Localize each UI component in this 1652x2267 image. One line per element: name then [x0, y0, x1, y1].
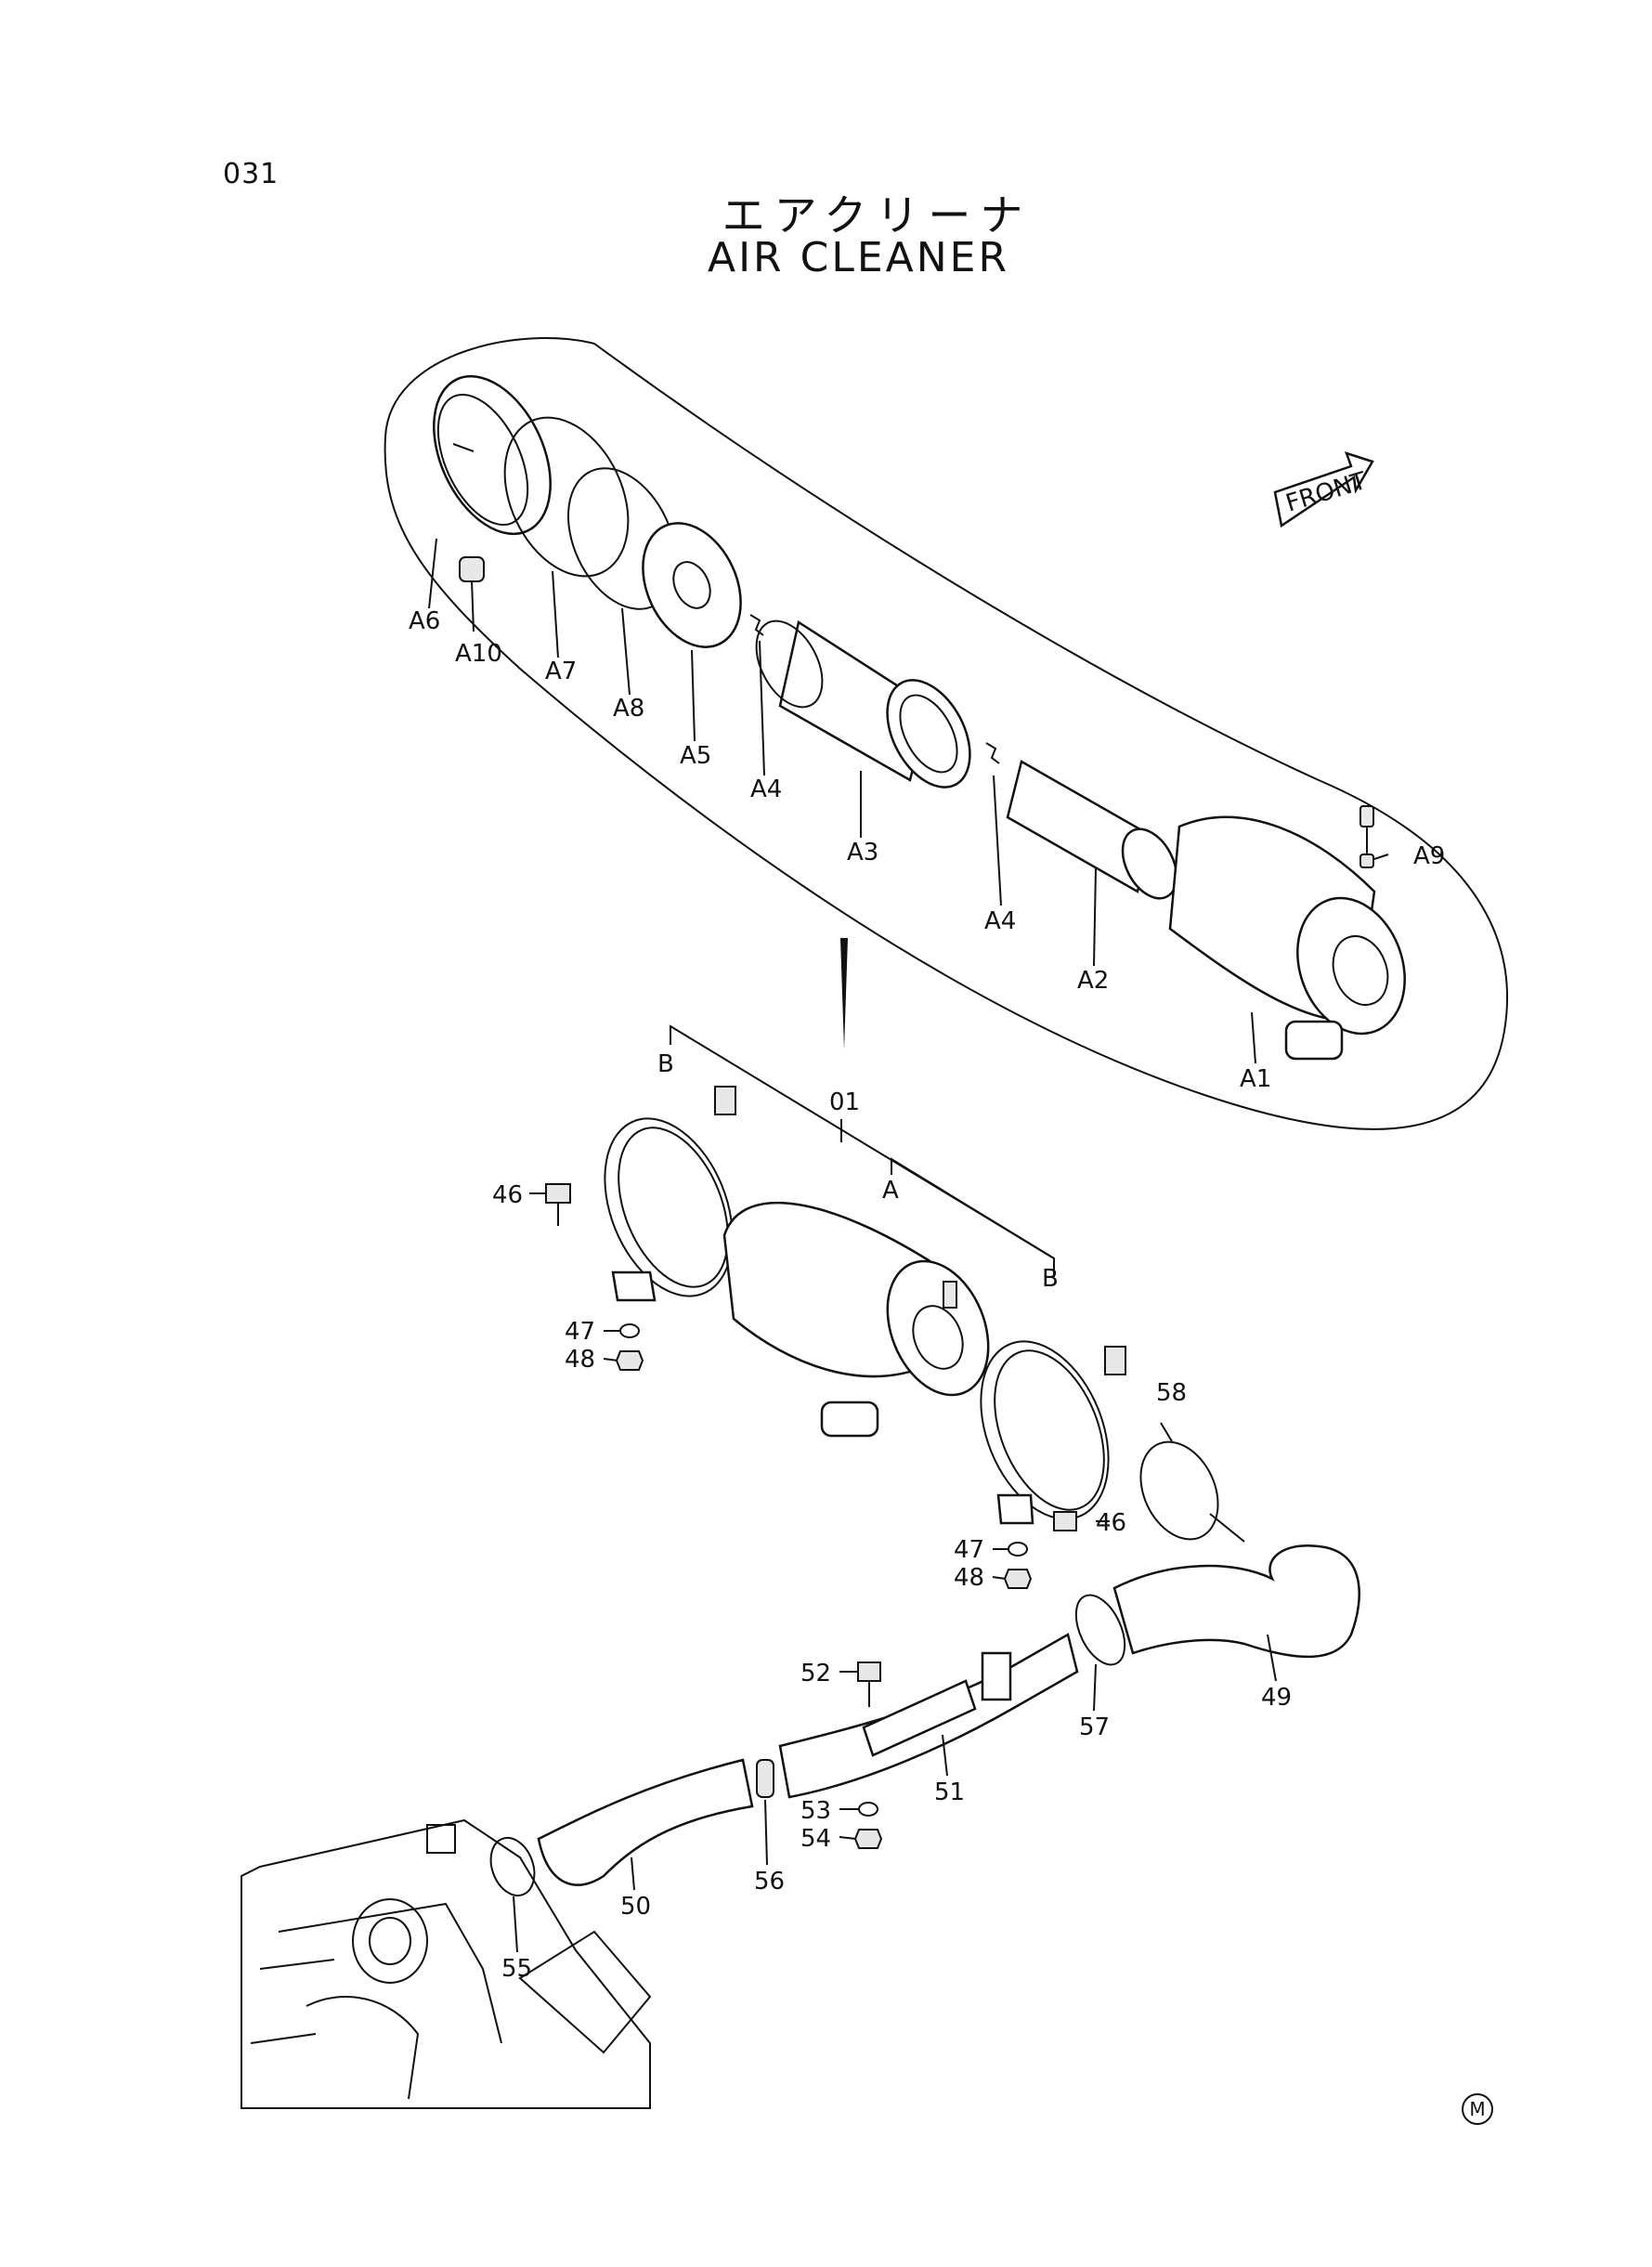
detail-enclosure [384, 337, 1509, 1130]
callout-54: 54 [800, 1825, 831, 1853]
callout-B: B [1042, 1265, 1059, 1293]
callout-52: 52 [800, 1660, 831, 1687]
title-japanese: エアクリーナ [722, 190, 1033, 241]
callout-01: 01 [829, 1088, 860, 1116]
lower-leader-lines [513, 1192, 1277, 1953]
callout-47: 47 [954, 1536, 984, 1564]
part-A4-clip-2 [985, 742, 1000, 764]
callout-A4: A4 [984, 907, 1016, 935]
front-arrow-icon: FRONT [1273, 451, 1374, 528]
part-A4-clip-1 [749, 614, 764, 636]
callout-A3: A3 [847, 839, 878, 866]
callout-57: 57 [1079, 1713, 1110, 1741]
part-A9-indicator [1359, 805, 1374, 868]
page-code: 031 [223, 158, 280, 190]
callout-labels: A6 A10 A7 A8 A5 A4 A3 A4 A2 A1 A9 B 01 A… [409, 607, 1445, 1983]
upper-leader-lines [428, 538, 1389, 1064]
callout-B: B [657, 1050, 674, 1078]
detail-pointer [840, 938, 848, 1049]
callout-56: 56 [754, 1868, 785, 1896]
part-58-clamp [1139, 1440, 1219, 1541]
part-A1-housing [1168, 815, 1406, 1061]
callout-A4: A4 [750, 775, 782, 803]
title-english: AIR CLEANER [707, 234, 1010, 281]
part-A2-inner-element [1006, 760, 1178, 900]
part-56-clamp [756, 1759, 774, 1798]
callout-A8: A8 [613, 695, 644, 723]
callout-55: 55 [501, 1955, 532, 1983]
part-B-band-right [980, 1340, 1126, 1525]
part-A6-cover [433, 374, 552, 536]
callout-46: 46 [1096, 1509, 1126, 1537]
callout-A2: A2 [1077, 967, 1109, 995]
callout-A5: A5 [680, 742, 711, 770]
part-A5-baffle [642, 522, 742, 648]
callout-50: 50 [620, 1893, 651, 1921]
callout-48: 48 [954, 1564, 984, 1592]
callout-A9: A9 [1413, 842, 1445, 870]
part-49-hose [1112, 1544, 1360, 1659]
callout-47: 47 [565, 1318, 595, 1346]
callout-A10: A10 [455, 640, 502, 668]
callout-58: 58 [1156, 1379, 1187, 1407]
callout-46: 46 [492, 1181, 523, 1209]
callout-A: A [882, 1177, 899, 1205]
callout-53: 53 [800, 1797, 831, 1825]
assembly-bracket-lines [670, 1024, 1055, 1277]
callout-48: 48 [565, 1346, 595, 1374]
hardware-46-47-48 [545, 1183, 1077, 1589]
callout-A7: A7 [545, 658, 577, 685]
part-55-clamp [489, 1837, 536, 1896]
callout-51: 51 [934, 1778, 965, 1806]
callout-A1: A1 [1240, 1065, 1271, 1093]
part-50-pipe [537, 1758, 754, 1886]
part-A10-valve [459, 556, 485, 582]
part-A-housing [722, 1201, 990, 1438]
part-A7-clamp [503, 416, 630, 578]
callout-49: 49 [1261, 1684, 1292, 1712]
engine-sketch [241, 1818, 652, 2109]
callout-A6: A6 [409, 607, 440, 635]
part-A3-outer-element [755, 619, 971, 788]
part-57-clamp [1074, 1594, 1126, 1666]
part-51-pipe [778, 1633, 1079, 1799]
part-B-band-left [604, 1086, 736, 1302]
corner-mark: M [1462, 2093, 1493, 2125]
